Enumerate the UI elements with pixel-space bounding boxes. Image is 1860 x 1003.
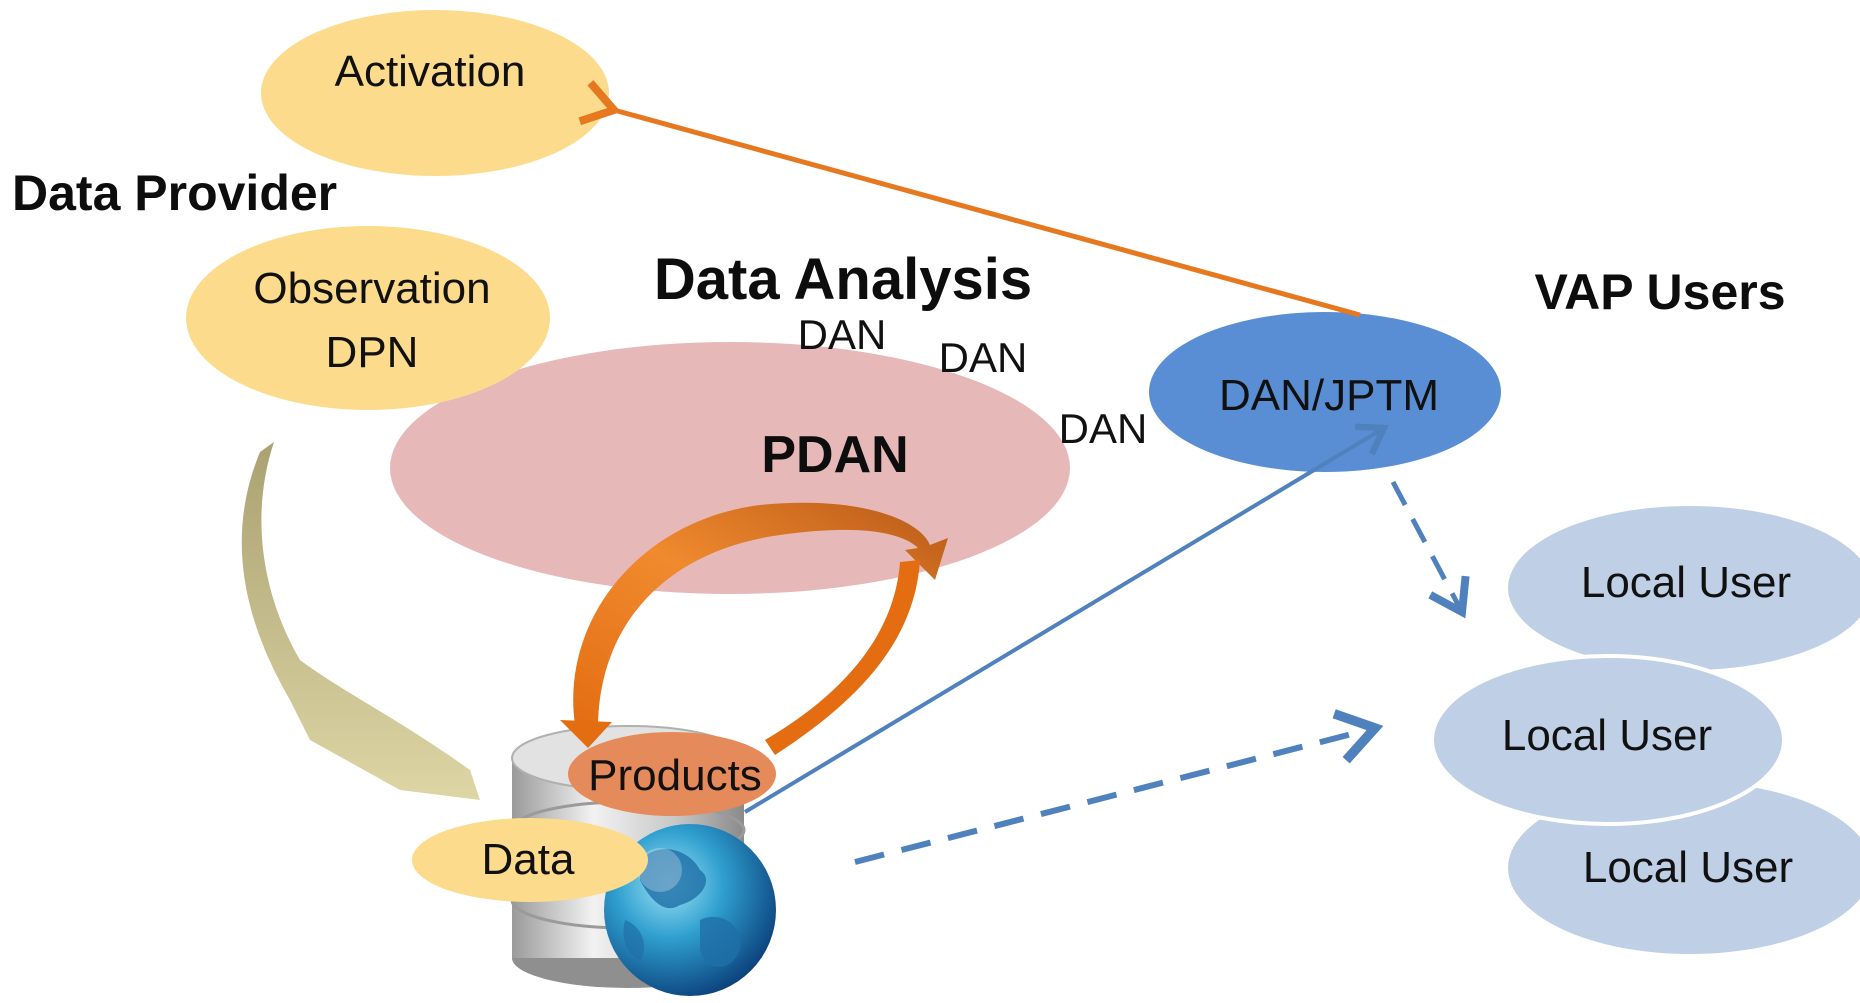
activation-ellipse bbox=[261, 10, 609, 176]
data-provider-heading: Data Provider bbox=[12, 165, 337, 221]
jptm-to-local-user-arrow bbox=[1390, 480, 1470, 619]
activation-arrow bbox=[578, 80, 1361, 318]
data-label: Data bbox=[482, 835, 575, 884]
products-return-arrow bbox=[765, 560, 920, 755]
dan-label-3: DAN bbox=[1059, 405, 1148, 452]
globe-icon bbox=[604, 824, 776, 996]
pdan-label: PDAN bbox=[761, 426, 908, 484]
data-to-local-user-arrow bbox=[854, 709, 1384, 865]
local-user-2-label: Local User bbox=[1502, 711, 1712, 760]
dan-label-1: DAN bbox=[798, 311, 887, 358]
local-user-1-ellipse bbox=[1508, 506, 1860, 670]
observation-label: Observation bbox=[253, 264, 490, 313]
local-user-3-label: Local User bbox=[1583, 843, 1793, 892]
vap-users-heading: VAP Users bbox=[1534, 264, 1785, 320]
data-ellipse bbox=[412, 818, 648, 902]
data-analysis-heading: Data Analysis bbox=[654, 247, 1032, 312]
products-label: Products bbox=[588, 751, 762, 800]
dan-label-2: DAN bbox=[939, 334, 1028, 381]
products-ellipse bbox=[568, 732, 776, 816]
local-user-2-ellipse bbox=[1430, 654, 1786, 826]
pdan-loop-arrow bbox=[573, 502, 948, 725]
dan-jptm-label: DAN/JPTM bbox=[1219, 371, 1439, 420]
dan-jptm-ellipse bbox=[1149, 312, 1501, 472]
products-to-jptm-arrow bbox=[743, 423, 1389, 814]
dpn-label: DPN bbox=[326, 328, 419, 377]
local-user-1-label: Local User bbox=[1581, 558, 1791, 607]
observation-feed-ribbon bbox=[241, 442, 480, 800]
activation-label: Activation bbox=[335, 47, 526, 96]
products-arrowhead bbox=[560, 720, 612, 748]
observation-ellipse bbox=[186, 226, 550, 410]
